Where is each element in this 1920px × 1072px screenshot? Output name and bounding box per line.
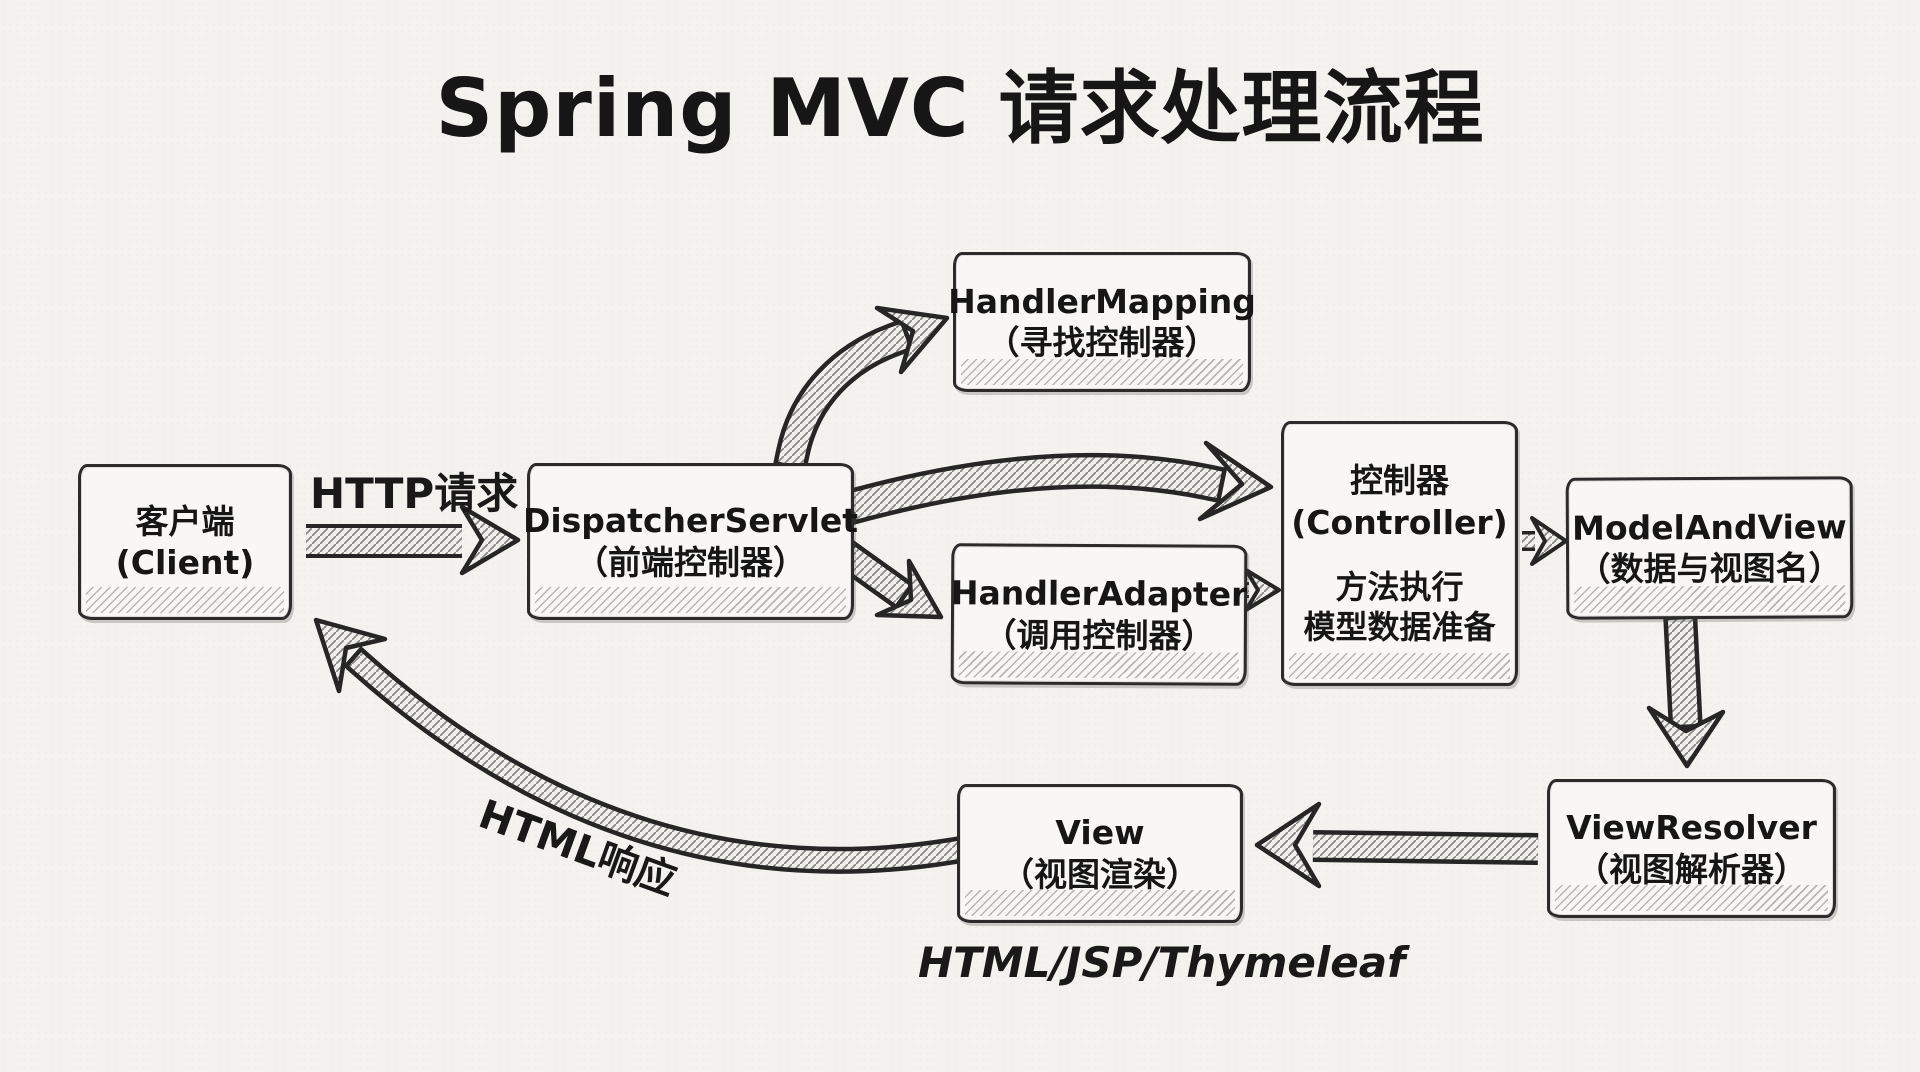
box-view-sub: （视图渲染） [1001, 854, 1199, 894]
box-view-resolver-name: ViewResolver [1566, 808, 1817, 848]
box-model-and-view-name: ModelAndView [1571, 507, 1847, 548]
box-dispatcher-servlet: DispatcherServlet （前端控制器） [523, 463, 858, 620]
box-model-and-view-sub: （数据与视图名） [1577, 548, 1842, 589]
box-controller: 控制器 (Controller) 方法执行 模型数据准备 [1281, 421, 1518, 686]
box-handler-mapping: HandlerMapping （寻找控制器） [948, 252, 1256, 392]
box-controller-sub: (Controller) [1291, 502, 1508, 542]
arrow-to-view-resolver [1646, 614, 1726, 769]
label-http-request: HTTP请求 [310, 469, 519, 518]
box-view-resolver: ViewResolver （视图解析器） [1547, 779, 1836, 918]
box-view: View （视图渲染） [957, 784, 1243, 923]
box-handler-adapter-sub: （调用控制器） [983, 614, 1215, 656]
box-handler-adapter: HandlerAdapter （调用控制器） [950, 543, 1248, 686]
box-handler-mapping-name: HandlerMapping [948, 281, 1256, 321]
arrow-find-handler [772, 305, 950, 473]
label-view-tech: HTML/JSP/Thymeleaf [918, 938, 1406, 987]
arrow-http-request [306, 504, 521, 576]
arrow-returns-mav [1522, 516, 1568, 566]
box-model-and-view: ModelAndView （数据与视图名） [1565, 476, 1854, 620]
box-handler-mapping-sub: （寻找控制器） [986, 323, 1218, 362]
box-controller-detail2: 模型数据准备 [1303, 607, 1496, 646]
arrow-html-response [313, 617, 968, 874]
box-handler-adapter-name: HandlerAdapter [950, 573, 1248, 615]
arrow-resolver-to-view [1254, 801, 1539, 889]
box-view-name: View [1055, 813, 1145, 853]
arrow-invoke-controller [844, 440, 1274, 525]
box-controller-detail1: 方法执行 [1335, 567, 1464, 606]
box-view-resolver-sub: （视图解析器） [1576, 849, 1807, 889]
page-title: Spring MVC 请求处理流程 [435, 62, 1485, 155]
box-client-name: 客户端 [135, 501, 235, 541]
box-controller-name: 控制器 [1350, 461, 1449, 501]
box-dispatcher-name: DispatcherServlet [522, 501, 859, 541]
box-dispatcher-sub: （前端控制器） [575, 542, 806, 582]
box-client-sub: (Client) [115, 543, 255, 582]
box-client: 客户端 (Client) [78, 464, 292, 620]
arrow-to-handler-adapter [835, 540, 944, 620]
